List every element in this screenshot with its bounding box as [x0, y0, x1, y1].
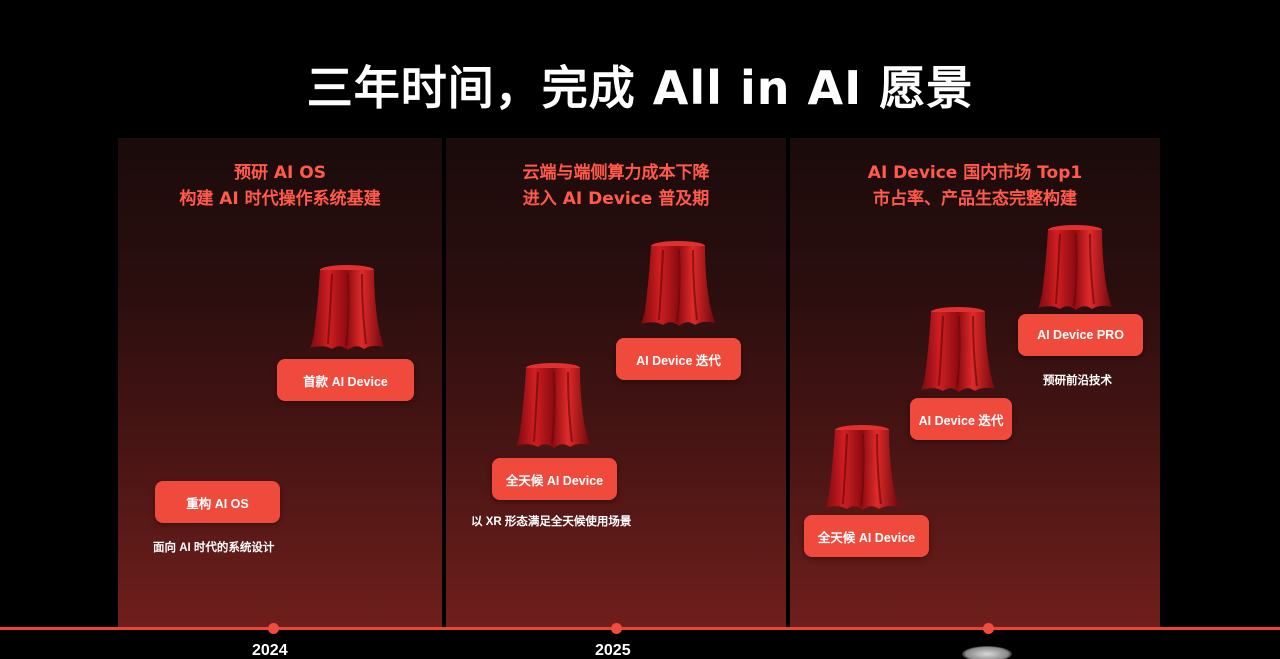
draped-pedestal-icon	[516, 362, 590, 448]
blurred-object	[962, 646, 1012, 659]
timeline-dot	[611, 623, 622, 634]
milestone-caption: 预研前沿技术	[1043, 375, 1112, 387]
milestone-all-day-ai-device: 全天候 AI Device	[492, 458, 617, 500]
milestone-ai-device-pro: AI Device PRO	[1018, 314, 1143, 356]
milestone-ai-device-iteration: AI Device 迭代	[616, 338, 741, 380]
draped-pedestal-icon	[921, 306, 995, 392]
timeline-axis	[0, 627, 1280, 630]
timeline-dot	[983, 623, 994, 634]
milestone-ai-device-iteration: AI Device 迭代	[910, 398, 1012, 440]
milestone-caption: 面向 AI 时代的系统设计	[153, 542, 275, 554]
column-heading-line1: 预研 AI OS	[233, 163, 326, 183]
milestone-rebuild-ai-os: 重构 AI OS	[155, 481, 280, 523]
year-label: 2025	[595, 642, 631, 659]
milestone-caption: 以 XR 形态满足全天候使用场景	[471, 516, 632, 528]
milestone-all-day-ai-device: 全天候 AI Device	[804, 515, 929, 557]
column-2025: 云端与端侧算力成本下降 进入 AI Device 普及期	[446, 138, 786, 628]
draped-pedestal-icon	[310, 264, 384, 350]
column-heading-line2: 进入 AI Device 普及期	[522, 189, 710, 209]
column-heading-line1: 云端与端侧算力成本下降	[522, 163, 710, 183]
year-label: 2024	[252, 642, 288, 659]
column-heading-line2: 市占率、产品生态完整构建	[873, 189, 1077, 209]
draped-pedestal-icon	[641, 240, 715, 326]
draped-pedestal-icon	[825, 424, 899, 510]
column-heading-line2: 构建 AI 时代操作系统基建	[179, 189, 381, 209]
milestone-first-ai-device: 首款 AI Device	[277, 359, 414, 401]
draped-pedestal-icon	[1038, 224, 1112, 310]
slide-title: 三年时间，完成 All in AI 愿景	[306, 61, 974, 115]
timeline-dot	[268, 623, 279, 634]
column-heading-line1: AI Device 国内市场 Top1	[867, 163, 1083, 183]
